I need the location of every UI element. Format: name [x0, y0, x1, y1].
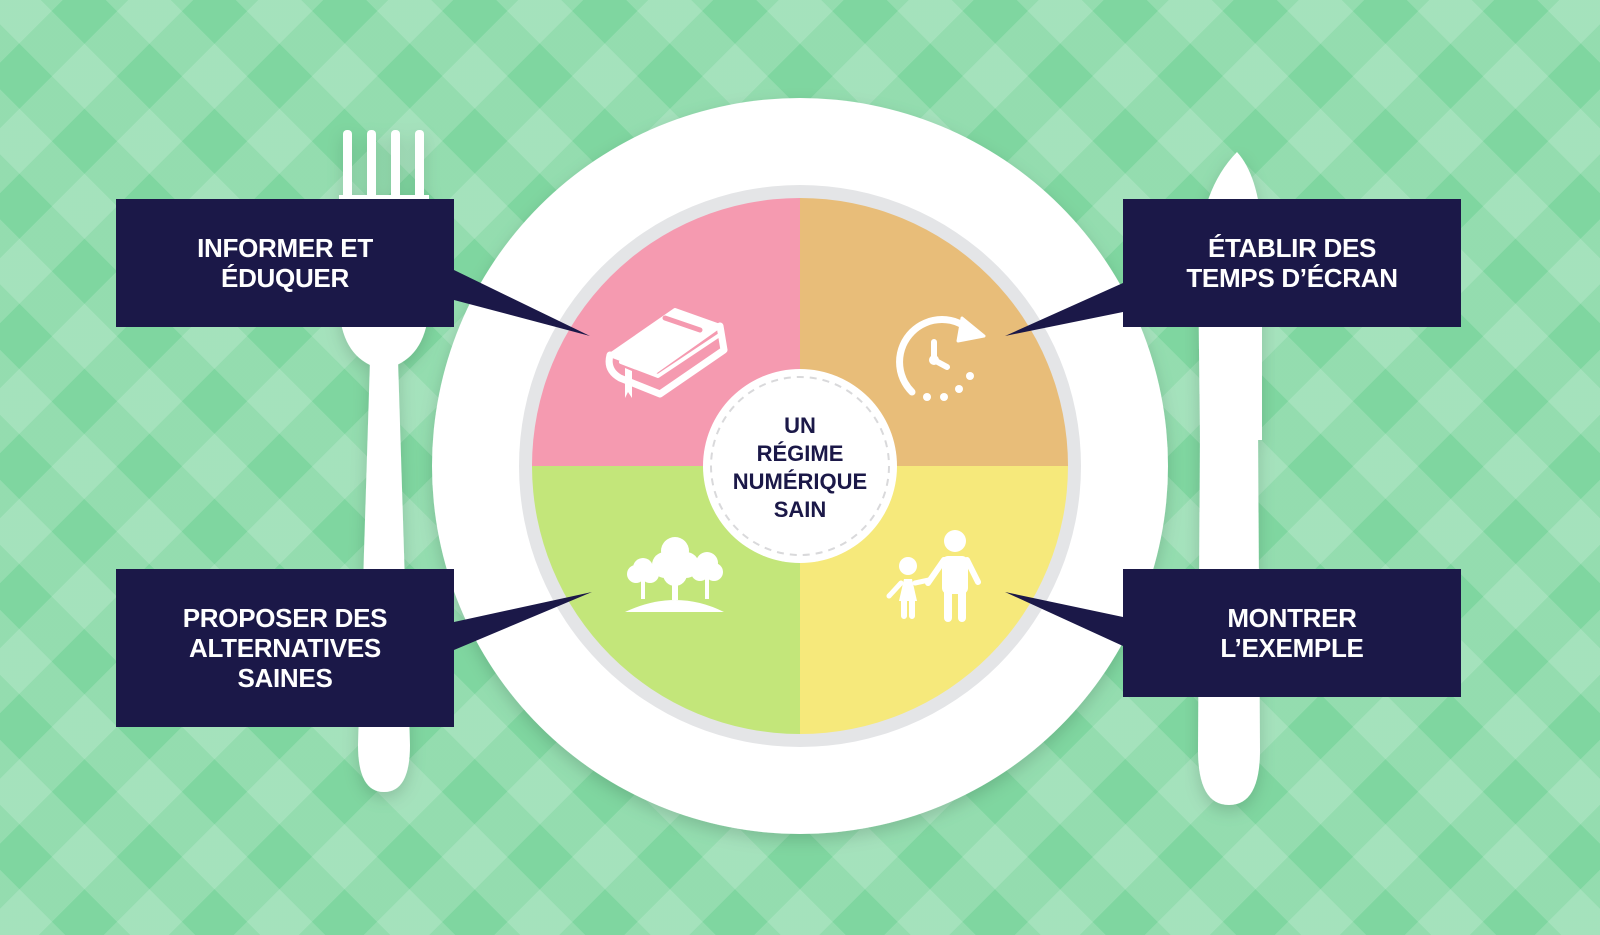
center-badge: [703, 369, 897, 563]
pointer-etablir: [1005, 283, 1123, 336]
trees-icon: [625, 537, 724, 612]
label-proposer-alternatives: PROPOSER DES ALTERNATIVES SAINES: [116, 569, 454, 727]
parent-child-icon: [886, 530, 981, 622]
label-etablir-temps-ecran-text: ÉTABLIR DES TEMPS D’ÉCRAN: [1186, 233, 1398, 293]
label-informer-eduquer-text: INFORMER ET ÉDUQUER: [197, 233, 373, 293]
pointer-proposer: [454, 592, 592, 650]
label-informer-eduquer: INFORMER ET ÉDUQUER: [116, 199, 454, 327]
label-proposer-alternatives-text: PROPOSER DES ALTERNATIVES SAINES: [182, 603, 388, 693]
pointer-montrer: [1005, 592, 1123, 646]
clock-icon: [896, 316, 986, 401]
label-montrer-exemple: MONTRER L’EXEMPLE: [1123, 569, 1461, 697]
label-etablir-temps-ecran: ÉTABLIR DES TEMPS D’ÉCRAN: [1123, 199, 1461, 327]
callout-pointers: [454, 270, 1123, 650]
label-montrer-exemple-text: MONTRER L’EXEMPLE: [1220, 603, 1364, 663]
pointer-informer: [454, 270, 590, 336]
center-title: UN RÉGIME NUMÉRIQUE SAIN: [732, 412, 868, 522]
book-icon: [605, 308, 728, 398]
